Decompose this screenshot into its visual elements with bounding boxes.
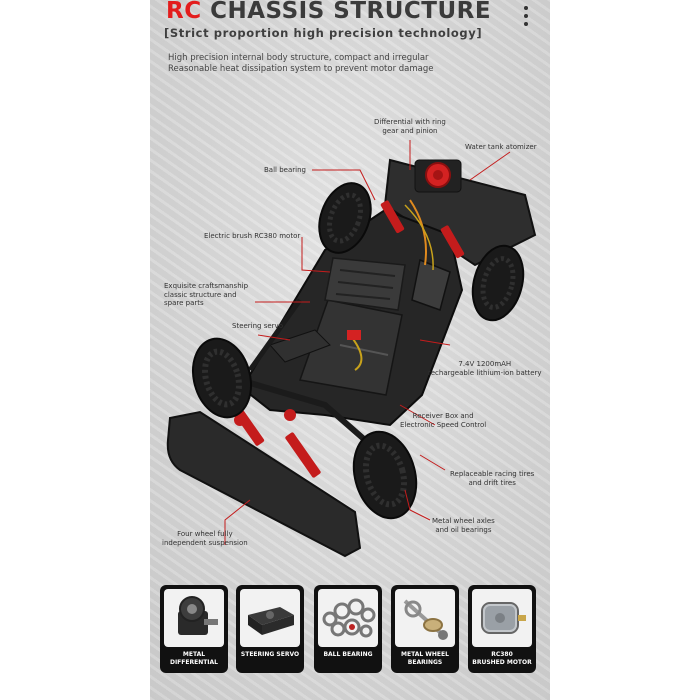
front-link <box>247 298 303 372</box>
wheel-bearing-icon <box>395 589 455 647</box>
description-line-1: High precision internal body structure, … <box>168 53 429 63</box>
callout-steering-servo: Steering servo <box>232 322 283 330</box>
front-shock-right <box>285 432 321 478</box>
thumbnail-caption: BALL BEARING <box>323 651 373 658</box>
thumbnail-caption: STEERING SERVO <box>240 651 300 658</box>
motor-ribs <box>335 269 396 300</box>
more-vertical-icon[interactable] <box>522 6 530 32</box>
chassis-illustration <box>166 140 537 558</box>
wire-orange <box>409 199 427 266</box>
callout-axles-line-1: Metal wheel axles <box>432 517 495 525</box>
callout-craftsmanship: Exquisite craftsmanship classic structur… <box>164 282 248 308</box>
page-subtitle: [Strict proportion high precision techno… <box>164 26 483 40</box>
callout-axles: Metal wheel axles and oil bearings <box>432 517 495 534</box>
rear-shock-right <box>440 225 465 258</box>
steering-servo <box>269 329 331 363</box>
front-bumper <box>166 410 362 558</box>
callout-battery-line-2: rechargeable lithium-ion battery <box>428 368 542 377</box>
receiver-box <box>411 258 451 311</box>
callout-motor: Electric brush RC380 motor <box>204 232 301 240</box>
thumbnail-metal-differential[interactable]: METAL DIFFERENTIAL <box>160 585 228 673</box>
leader-battery <box>419 339 451 346</box>
callout-battery: 7.4V 1200mAH rechargeable lithium-ion ba… <box>428 360 542 377</box>
wire-yellow <box>404 204 434 271</box>
callout-lines <box>224 140 511 545</box>
callout-axles-line-2: and oil bearings <box>435 525 492 534</box>
title-accent: RC <box>166 0 202 24</box>
callout-tires: Replaceable racing tires and drift tires <box>450 470 534 487</box>
callout-water-tank: Water tank atomizer <box>465 143 537 151</box>
callout-receiver-line-2: Electronic Speed Control <box>400 420 487 429</box>
thumbnail-steering-servo[interactable]: STEERING SERVO <box>236 585 304 673</box>
description-line-2: Reasonable heat dissipation system to pr… <box>168 64 434 74</box>
tank-cap-center <box>433 170 443 180</box>
callout-suspension: Four wheel fully independent suspension <box>162 530 248 547</box>
leader-water-tank <box>469 151 511 181</box>
front-arm <box>239 377 367 443</box>
leader-suspension <box>224 499 251 545</box>
callout-differential: Differential with ring gear and pinion <box>374 118 446 135</box>
thumbnail-caption: METAL DIFFERENTIAL <box>169 651 219 666</box>
battery-connector <box>347 330 361 340</box>
leader-tires <box>419 454 446 471</box>
callout-ball-bearing: Ball bearing <box>264 166 306 174</box>
callout-suspension-line-2: independent suspension <box>162 538 248 547</box>
leader-receiver <box>399 404 436 426</box>
callout-craftsmanship-line-1: Exquisite craftsmanship <box>164 282 249 290</box>
leader-ball-bearing <box>312 169 376 201</box>
title-rest: CHASSIS STRUCTURE <box>210 0 492 24</box>
description: High precision internal body structure, … <box>168 53 434 75</box>
motor-icon <box>472 589 532 647</box>
thumbnail-ball-bearing[interactable]: BALL BEARING <box>314 585 382 673</box>
product-panel: RC CHASSIS STRUCTURE [Strict proportion … <box>150 0 550 700</box>
battery-strap <box>339 344 389 356</box>
callout-craftsmanship-line-2: classic structure and <box>164 290 237 299</box>
leader-motor <box>301 237 331 273</box>
callout-suspension-line-1: Four wheel fully <box>177 530 233 538</box>
callout-tires-line-2: and drift tires <box>468 478 516 487</box>
leader-steering-servo <box>257 334 291 341</box>
wheel-rear-left <box>318 182 372 254</box>
wheel-rear-right <box>471 244 525 322</box>
page-title: RC CHASSIS STRUCTURE <box>166 0 491 24</box>
callout-tires-line-1: Replaceable racing tires <box>450 470 535 478</box>
callout-receiver-line-1: Receiver Box and <box>412 412 474 420</box>
differential-icon <box>164 589 224 647</box>
callout-receiver: Receiver Box and Electronic Speed Contro… <box>400 412 486 429</box>
callout-differential-line-1: Differential with ring <box>374 118 446 126</box>
callout-battery-line-1: 7.4V 1200mAH <box>458 360 512 368</box>
callout-craftsmanship-line-3: spare parts <box>164 299 204 307</box>
bearing-icon <box>318 589 378 647</box>
leader-axles <box>404 489 431 521</box>
front-hub-right <box>284 409 296 421</box>
rear-shock-left <box>380 200 405 233</box>
servo-icon <box>240 589 300 647</box>
front-hub-left <box>234 414 246 426</box>
wheel-front-left <box>192 337 252 419</box>
wheel-front-right <box>352 430 418 520</box>
callout-differential-line-2: gear and pinion <box>382 126 438 135</box>
